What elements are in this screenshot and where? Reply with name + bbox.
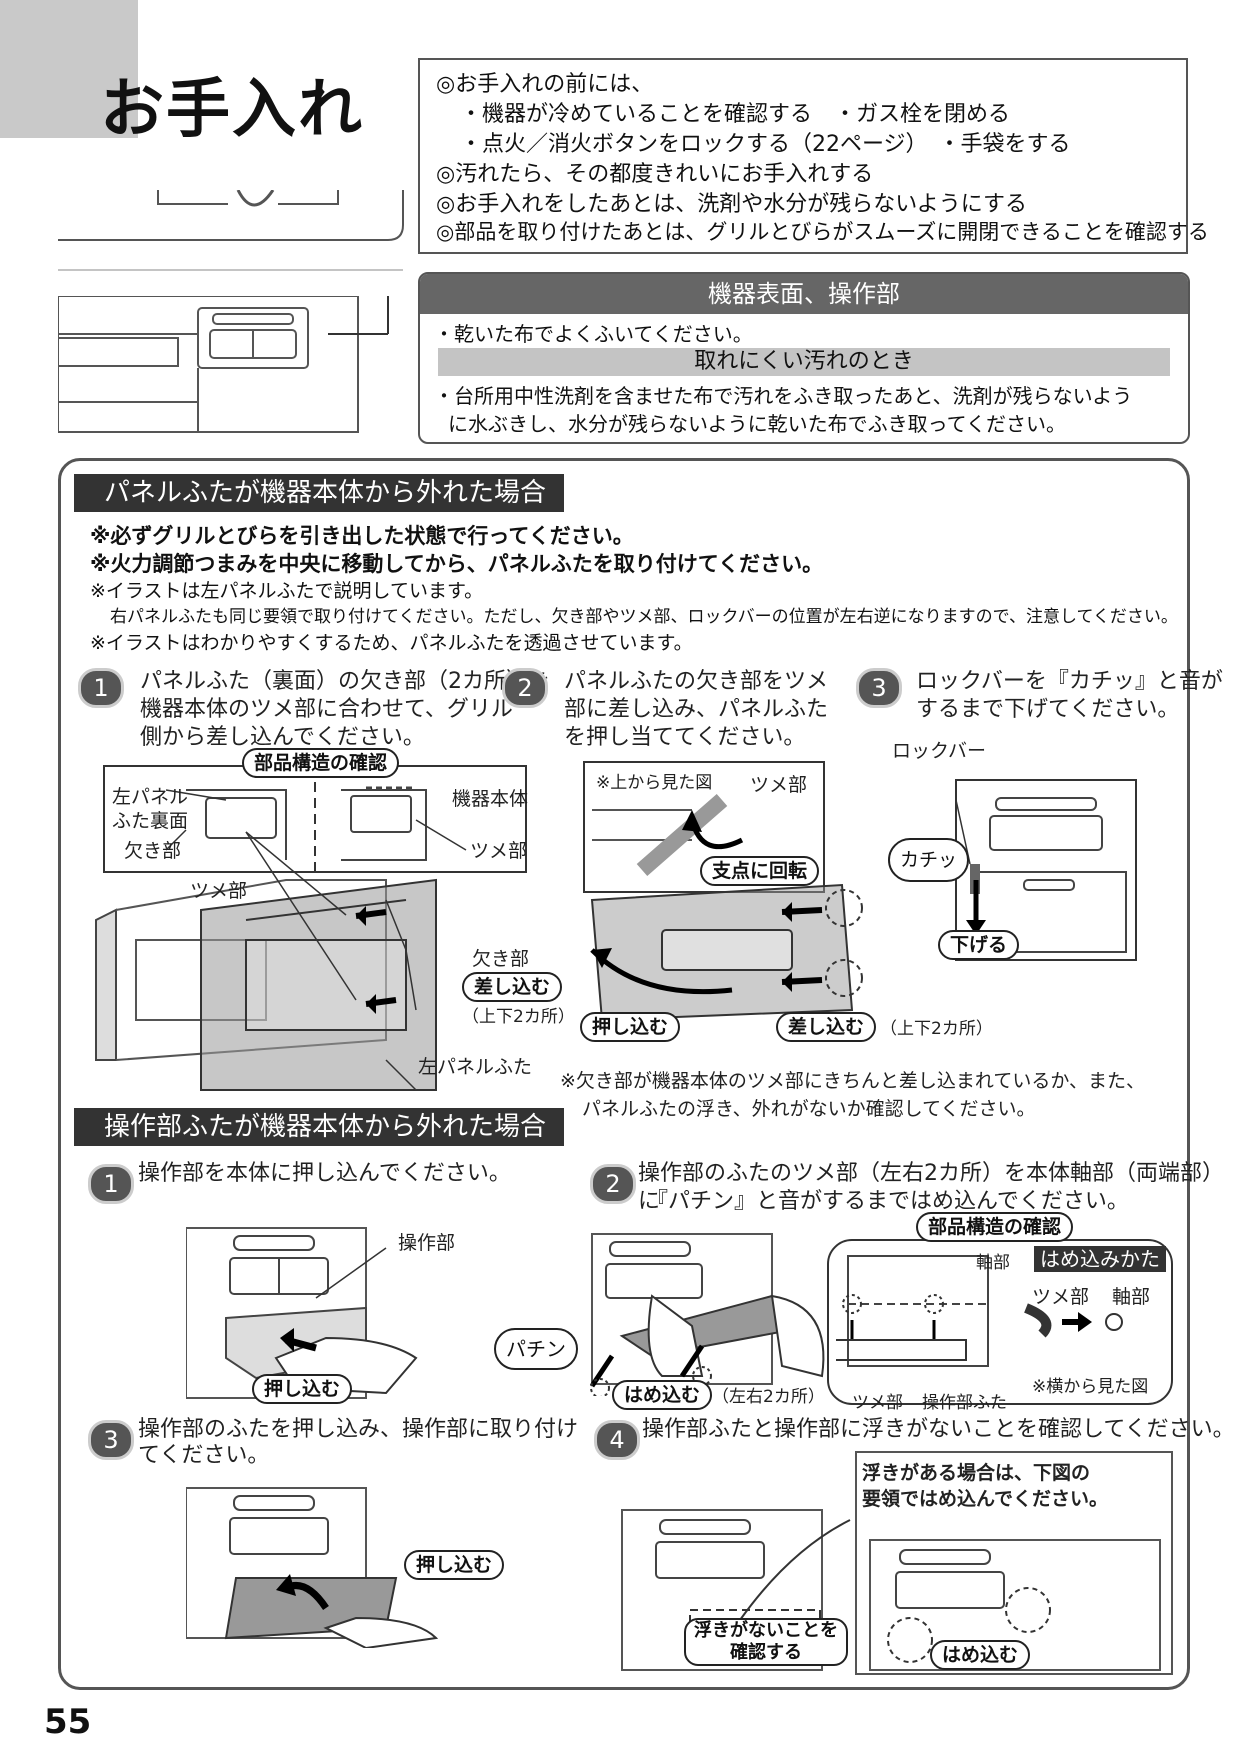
page-title: お手入れ	[100, 73, 364, 147]
precaution-line: ◎お手入れをしたあとは、洗剤や水分が残らないようにする	[436, 192, 1027, 217]
control-section-heading: 操作部ふたが機器本体から外れた場合	[74, 1108, 564, 1146]
label-claw: ツメ部	[852, 1393, 903, 1413]
panel-section-heading: パネルふたが機器本体から外れた場合	[74, 474, 564, 512]
step-text-line: パネルふたの欠き部をツメ	[564, 669, 829, 694]
label-left-panel-cover: 左パネルふた	[418, 1056, 533, 1078]
label-notch: 欠き部	[472, 948, 530, 970]
step-number: 2	[502, 668, 548, 708]
label-control-cover: 操作部ふた	[922, 1393, 1007, 1413]
step-text-line: 部に差し込み、パネルふた	[564, 697, 829, 722]
step-text-line: 側から差し込んでください。	[140, 725, 425, 750]
step-number: 3	[88, 1420, 134, 1460]
label-notch: 欠き部	[124, 840, 182, 862]
step-number: 1	[78, 668, 124, 708]
panel-step2-illustration	[583, 761, 863, 1022]
push-in-label: 押し込む	[404, 1550, 505, 1580]
step-text-line: 操作部のふたのツメ部（左右2カ所）を本体軸部（両端部）に	[638, 1161, 1224, 1214]
step-text-line: 機器本体のツメ部に合わせて、グリル	[140, 697, 513, 722]
label-axis: 軸部	[976, 1253, 1010, 1273]
surface-subheading: 取れにくい汚れのとき	[438, 348, 1170, 376]
panel-note: ※火力調節つまみを中央に移動してから、パネルふたを取り付けてください。	[90, 552, 824, 576]
panel-note: ※イラストは左パネルふたで説明しています。	[90, 580, 484, 602]
step-number: 3	[856, 668, 902, 708]
step-number: 2	[590, 1164, 636, 1204]
step-text-line: パネルふた（裏面）の欠き部（2カ所）を	[140, 669, 550, 694]
step-text-line: ロックバーを『カチッ』と音が	[916, 669, 1223, 694]
insert-label: 差し込む	[776, 1012, 877, 1042]
snap-label: パチン	[494, 1328, 578, 1370]
surface-heading: 機器表面、操作部	[420, 274, 1188, 314]
label-claw: ツメ部	[190, 880, 248, 902]
panel-note: ※必ずグリルとびらを引き出した状態で行ってください。	[90, 524, 634, 548]
label-top-view: ※上から見た図	[596, 773, 713, 793]
parts-check-label: 部品構造の確認	[242, 748, 400, 778]
control-step2-illustration	[589, 1233, 825, 1396]
step-number: 4	[594, 1420, 640, 1460]
step-text-line: 操作部ふたと操作部に浮きがないことを確認してください。	[642, 1417, 1235, 1442]
label-lock-bar: ロックバー	[892, 740, 987, 762]
fit-label: はめ込む	[930, 1640, 1031, 1670]
push-in-label: 押し込む	[252, 1374, 353, 1404]
label-claw: ツメ部	[470, 840, 528, 862]
label-claw: ツメ部	[750, 774, 808, 796]
page-number: 55	[44, 1702, 92, 1742]
step-text-line: 操作部を本体に押し込んでください。	[138, 1161, 511, 1186]
title-tab	[0, 0, 138, 138]
lower-label: 下げる	[938, 930, 1020, 960]
parts-check-label: 部品構造の確認	[916, 1212, 1074, 1242]
step-text-line: するまで下げてください。	[916, 697, 1180, 722]
insert-label: 差し込む	[462, 972, 563, 1002]
panel-step3-illustration	[955, 779, 1137, 961]
control-panel-illustration	[58, 296, 389, 433]
precaution-line: ◎汚れたら、その都度きれいにお手入れする	[436, 162, 874, 187]
label-top-bottom: （上下2カ所）	[462, 1007, 575, 1027]
panel-note: ※イラストはわかりやすくするため、パネルふたを透過させています。	[90, 632, 693, 654]
push-in-label: 押し込む	[580, 1012, 681, 1042]
precaution-line: ◎部品を取り付けたあとは、グリルとびらがスムーズに開閉できることを確認する	[436, 220, 1209, 244]
confirm-line: 確認する	[730, 1642, 802, 1663]
precaution-line: ・点火／消火ボタンをロックする（22ページ） ・手袋をする	[460, 132, 1071, 157]
surface-line: ・乾いた布でよくふいてください。	[434, 322, 753, 346]
how-to-fit-label: はめ込みかた	[1034, 1246, 1166, 1272]
label-left-right: （左右2カ所）	[712, 1387, 825, 1407]
panel-note: 右パネルふたも同じ要領で取り付けてください。ただし、欠き部やツメ部、ロックバーの…	[110, 607, 1178, 627]
precaution-line: ・機器が冷めていることを確認する ・ガス栓を閉める	[460, 102, 1011, 127]
confirm-line: 浮きがないことを	[694, 1620, 838, 1641]
confirm-no-float-label: 浮きがないことを 確認する	[684, 1618, 848, 1666]
float-note: 要領ではめ込んでください。	[862, 1488, 1109, 1510]
control-parts-box	[827, 1239, 1173, 1405]
label-top-bottom: （上下2カ所）	[880, 1019, 993, 1039]
precaution-box: ◎お手入れの前には、 ・機器が冷めていることを確認する ・ガス栓を閉める ・点火…	[418, 58, 1209, 254]
step-text-line: てください。	[138, 1443, 270, 1468]
label-body: 機器本体	[452, 788, 529, 810]
label-control: 操作部	[398, 1232, 456, 1254]
rotate-label: 支点に回転	[700, 856, 820, 886]
click-label: カチッ	[888, 838, 970, 882]
label-left-panel: 左パネル	[112, 786, 189, 808]
main-instruction-box	[58, 458, 1190, 1690]
label-side-view: ※横から見た図	[1032, 1377, 1149, 1397]
step-text-line: 操作部のふたを押し込み、操作部に取り付け	[138, 1417, 579, 1442]
label-axis: 軸部	[1112, 1286, 1151, 1308]
panel-note: パネルふたの浮き、外れがないか確認してください。	[582, 1098, 1036, 1120]
stove-top-illustration	[58, 190, 404, 271]
step-text-line: 『パチン』と音がするまではめ込んでください。	[646, 1189, 1129, 1214]
surface-line: ・台所用中性洗剤を含ませた布で汚れをふき取ったあと、洗剤が残らないよう	[434, 384, 1133, 408]
step-number: 1	[88, 1164, 134, 1204]
label-left-panel: ふた裏面	[112, 810, 189, 832]
panel-step1-illustration	[95, 765, 527, 1091]
fit-label: はめ込む	[612, 1380, 713, 1410]
surface-care-box: 機器表面、操作部 ・乾いた布でよくふいてください。 取れにくい汚れのとき ・台所…	[418, 272, 1190, 444]
step-text-line: を押し当ててください。	[564, 725, 806, 750]
float-note: 浮きがある場合は、下図の	[862, 1462, 1091, 1484]
panel-note: ※欠き部が機器本体のツメ部にきちんと差し込まれているか、また、	[560, 1070, 1145, 1092]
control-step3-illustration	[186, 1487, 439, 1648]
surface-line: に水ぶきし、水分が残らないように乾いた布でふき取ってください。	[448, 412, 1066, 436]
precaution-line: ◎お手入れの前には、	[436, 72, 654, 97]
label-claw: ツメ部	[1032, 1286, 1090, 1308]
